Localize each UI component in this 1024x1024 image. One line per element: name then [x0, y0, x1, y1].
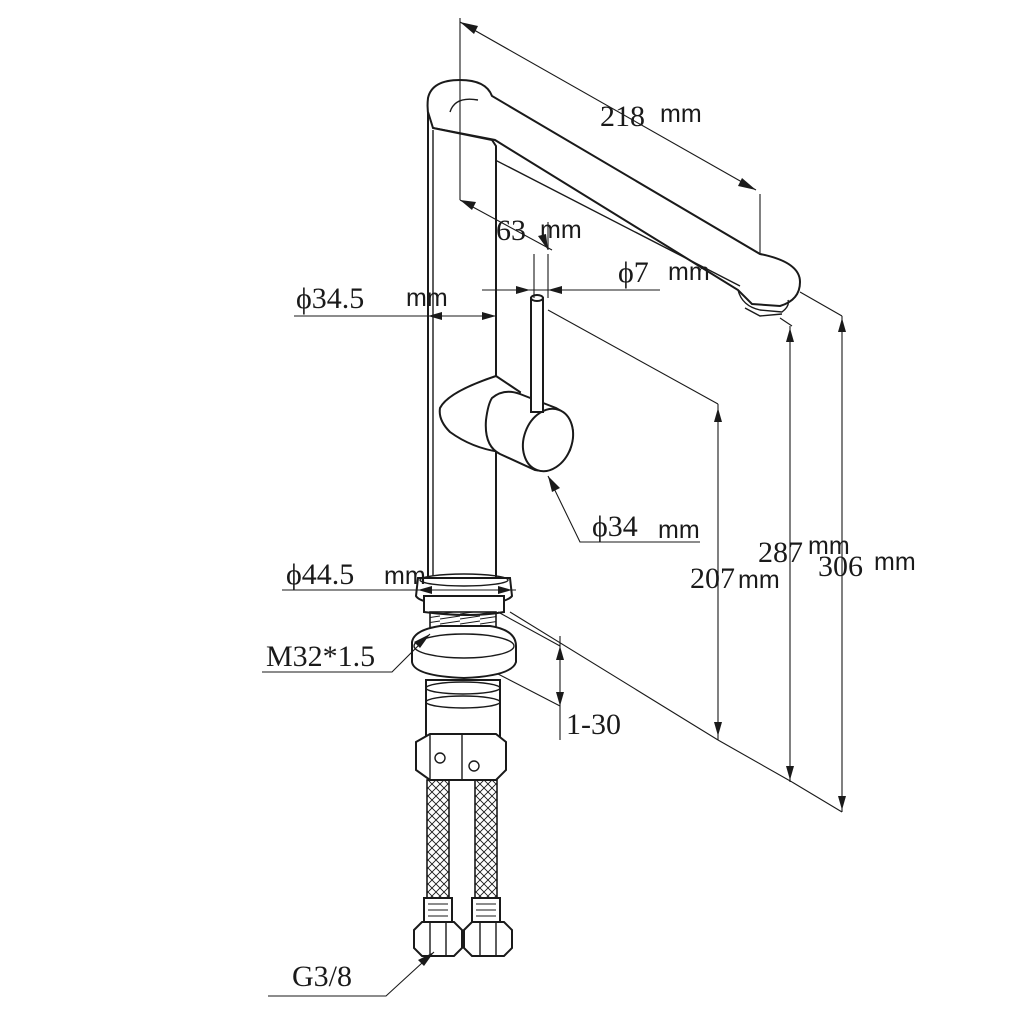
label-218-unit: mm — [660, 100, 702, 128]
label-phi34: ϕ34 — [592, 510, 638, 543]
supply-hoses — [413, 779, 513, 957]
faucet-body — [411, 78, 802, 781]
hex-nut — [415, 733, 507, 781]
dimension-labels: 218 mm 63 mm ϕ7 mm ϕ34.5 mm ϕ34 mm ϕ44.5… — [266, 100, 916, 993]
hose-right — [474, 779, 498, 901]
label-phi44-5: ϕ44.5 — [286, 558, 354, 591]
label-287-unit: mm — [808, 532, 850, 560]
body-tube — [427, 111, 497, 579]
label-phi34-unit: mm — [658, 516, 700, 544]
hose-nut-right — [463, 921, 513, 957]
label-63-unit: mm — [540, 216, 582, 244]
label-207-unit: mm — [738, 566, 780, 594]
label-phi7: ϕ7 — [618, 256, 649, 289]
label-phi44-5-unit: mm — [384, 562, 426, 590]
label-phi34-5: ϕ34.5 — [296, 282, 364, 315]
nut-hole-left — [434, 752, 446, 764]
spout-outlet — [737, 289, 790, 313]
lever-pin — [530, 297, 544, 413]
dimension-lines — [262, 18, 846, 997]
label-mount-range: 1-30 — [566, 708, 621, 741]
label-hose-connection: G3/8 — [292, 960, 352, 993]
label-287: 287 — [758, 536, 803, 569]
label-306: 306 — [818, 550, 863, 583]
label-phi7-unit: mm — [668, 258, 710, 286]
label-207: 207 — [690, 562, 735, 595]
lock-washer — [411, 625, 517, 680]
label-306-unit: mm — [874, 548, 916, 576]
lower-stem — [425, 679, 501, 741]
nut-hole-right — [468, 760, 480, 772]
label-phi34-5-unit: mm — [406, 284, 448, 312]
hose-left — [426, 779, 450, 901]
label-63: 63 — [496, 214, 526, 247]
hose-nut-left — [413, 921, 463, 957]
label-thread: M32*1.5 — [266, 640, 375, 673]
label-218: 218 — [600, 100, 645, 133]
